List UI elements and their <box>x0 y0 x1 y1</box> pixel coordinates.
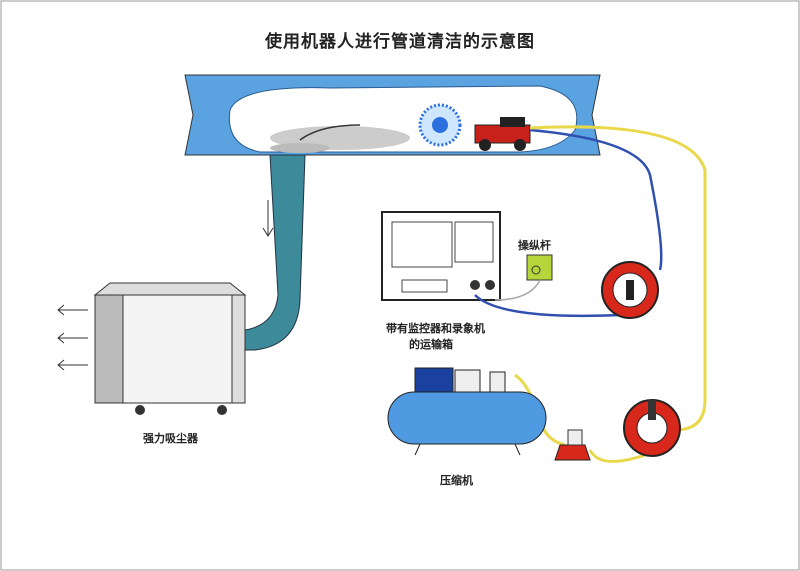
joystick-label: 操纵杆 <box>518 239 551 252</box>
joystick-cable <box>494 279 541 301</box>
monitor-recorder-case <box>381 211 501 301</box>
suction-hose <box>244 154 306 351</box>
down-arrow-icon <box>262 200 274 237</box>
monitor-case-label-line1: 带有监控器和录象机 <box>386 322 485 335</box>
debris <box>270 124 410 153</box>
cleaning-robot <box>474 117 531 151</box>
hose-reel-bottom <box>623 399 681 457</box>
industrial-vacuum <box>57 282 247 415</box>
joystick <box>526 254 553 281</box>
air-compressor <box>387 367 547 456</box>
vacuum-label: 强力吸尘器 <box>143 432 198 445</box>
compressor-label: 压缩机 <box>440 474 473 487</box>
cable-reel-top <box>601 261 659 319</box>
rotating-brush <box>418 103 462 147</box>
foot-pedal <box>554 429 591 461</box>
diagram-title: 使用机器人进行管道清洁的示意图 <box>265 32 535 52</box>
monitor-case-label-line2: 的运输箱 <box>409 338 453 351</box>
